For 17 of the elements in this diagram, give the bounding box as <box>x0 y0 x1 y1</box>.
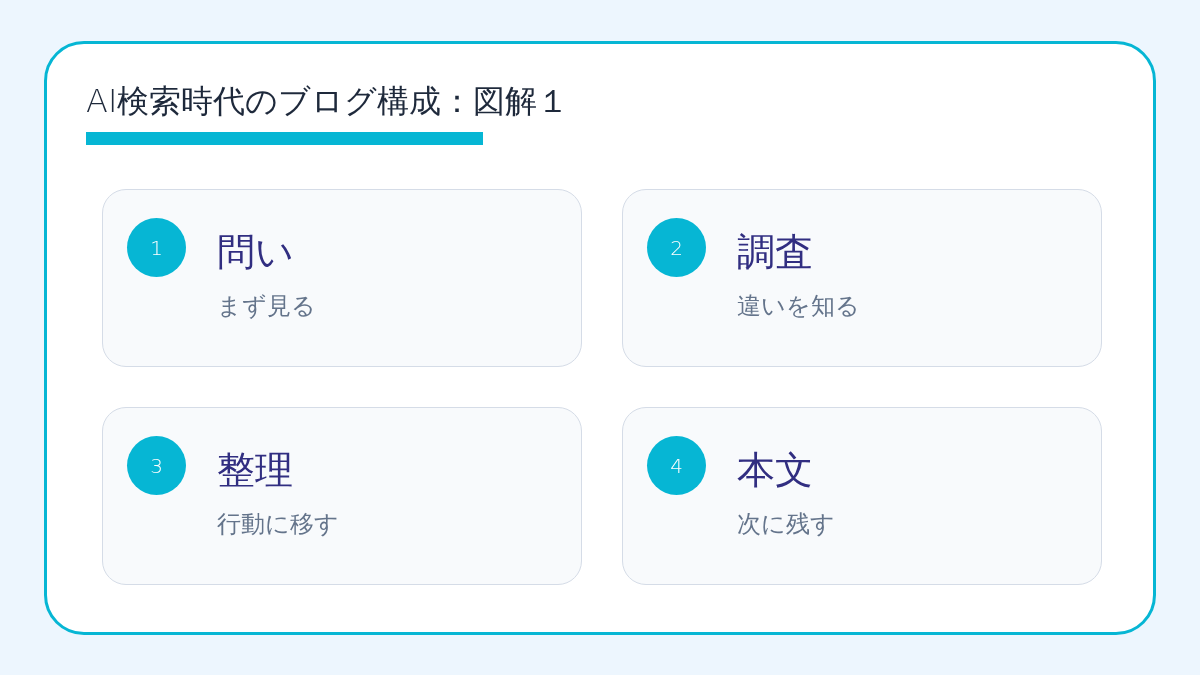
step-number: 4 <box>647 436 706 495</box>
step-number: 2 <box>647 218 706 277</box>
step-card <box>102 189 582 367</box>
step-card <box>622 189 1102 367</box>
step-card <box>622 407 1102 585</box>
step-heading: 整理 <box>217 448 293 494</box>
step-heading: 本文 <box>737 448 813 494</box>
step-card <box>102 407 582 585</box>
step-heading: 調査 <box>737 230 813 276</box>
step-heading: 問い <box>217 230 294 276</box>
step-description: 違いを知る <box>737 292 860 321</box>
step-description: 行動に移す <box>217 510 339 539</box>
step-number: 1 <box>127 218 186 277</box>
step-description: 次に残す <box>737 510 835 539</box>
title: AI検索時代のブログ構成：図解１ <box>86 82 570 121</box>
step-description: まず見る <box>217 292 316 321</box>
step-number: 3 <box>127 436 186 495</box>
